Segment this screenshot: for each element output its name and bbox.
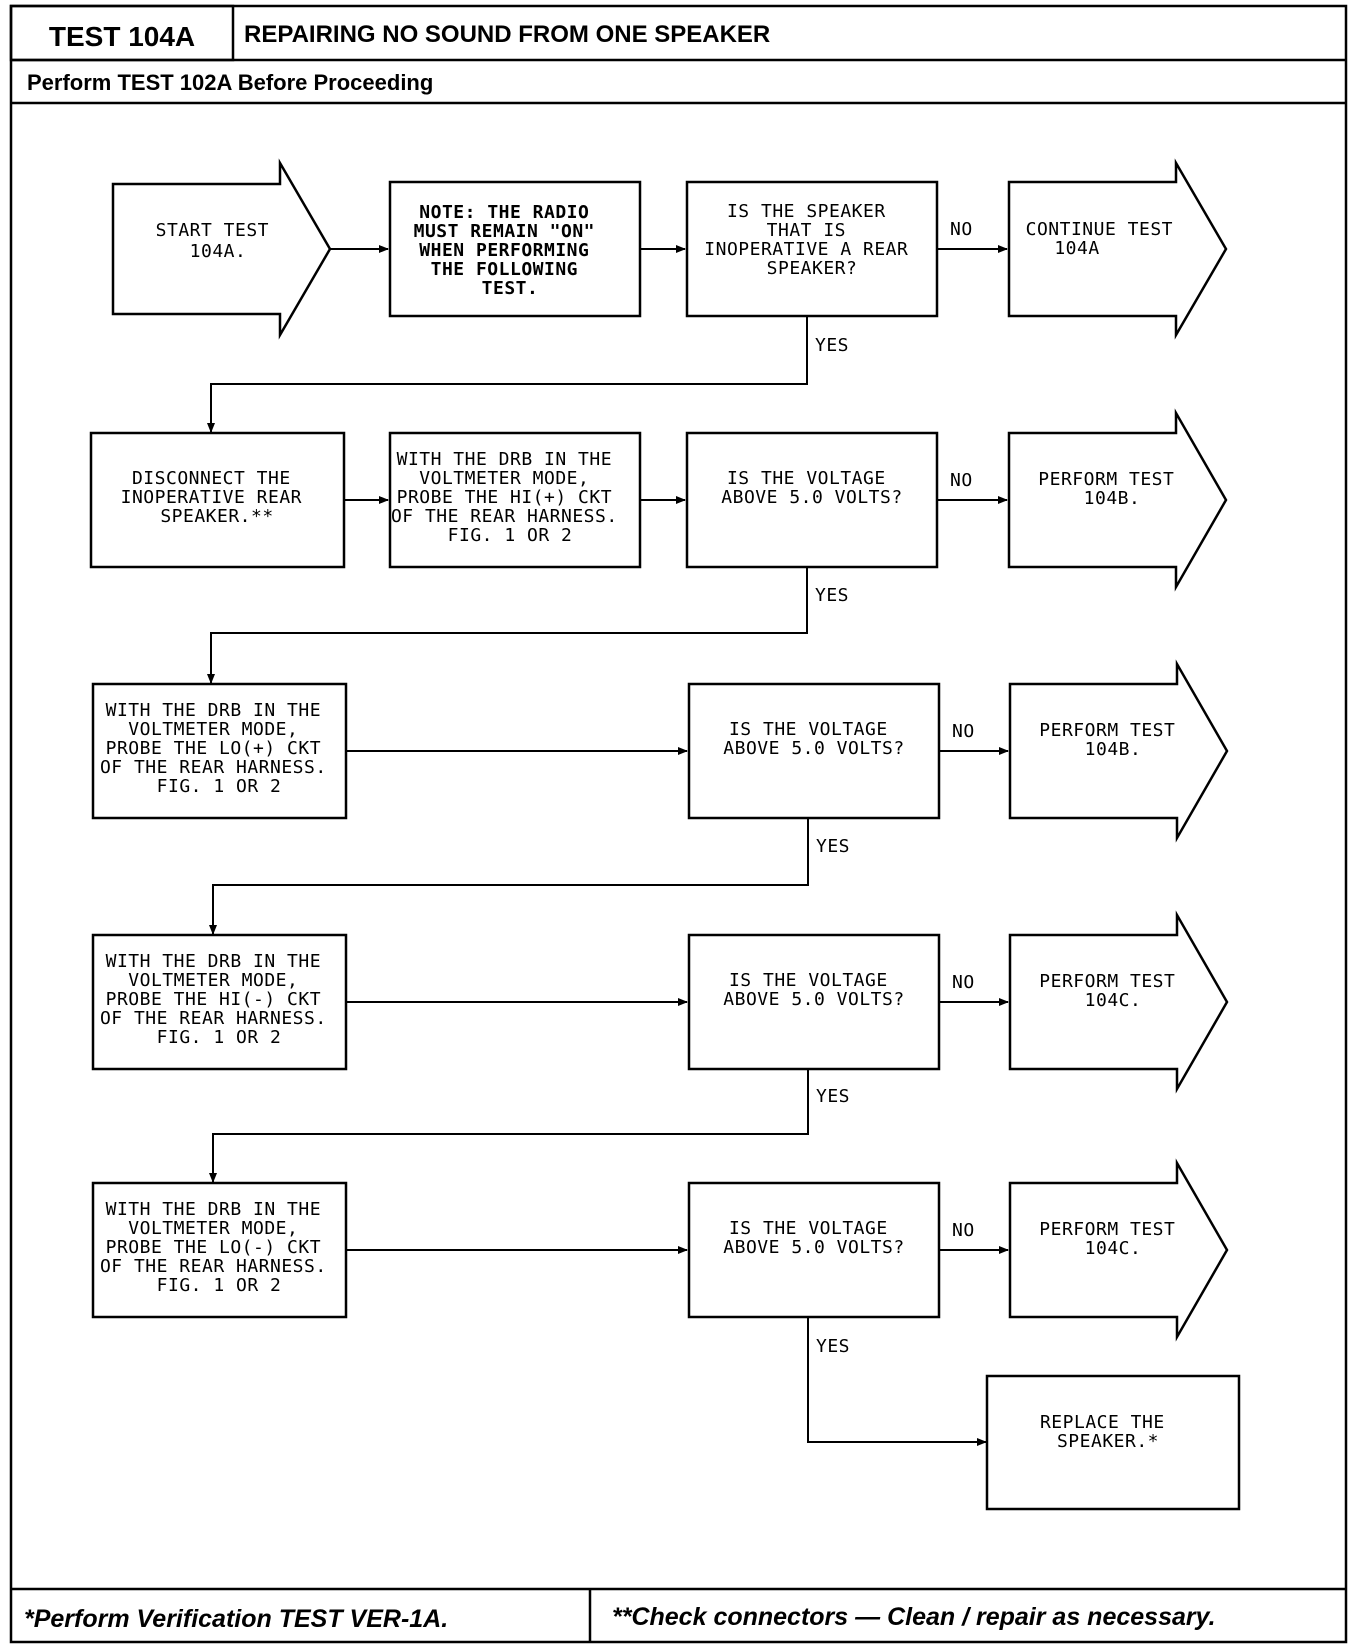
probe-hi-plus-box: [388, 431, 642, 569]
yes-label-4: YES: [816, 1086, 850, 1107]
perform-104b-arrow-1: [1007, 408, 1228, 592]
decision-voltage-2-box: [687, 682, 941, 820]
continue-test-text: CONTINUE TEST 104A: [1026, 219, 1185, 259]
no-label-5: NO: [952, 1220, 975, 1241]
yes-label-3: YES: [816, 836, 850, 857]
replace-speaker-text: REPLACE THE SPEAKER.*: [1040, 1412, 1176, 1452]
footer-connector-note: **Check connectors — Clean / repair as n…: [612, 1603, 1216, 1631]
decision-voltage-3-text: IS THE VOLTAGE ABOVE 5.0 VOLTS?: [723, 970, 904, 1010]
perform-104c-text-2: PERFORM TEST 104C.: [1039, 1219, 1186, 1259]
no-label-4: NO: [952, 972, 975, 993]
start-test-text: START TEST 104A.: [156, 220, 281, 262]
probe-lo-minus-text: WITH THE DRB IN THE VOLTMETER MODE, PROB…: [100, 1199, 338, 1296]
yes-label-1: YES: [815, 335, 849, 356]
no-label-2: NO: [950, 470, 973, 491]
probe-lo-plus-text: WITH THE DRB IN THE VOLTMETER MODE, PROB…: [100, 700, 338, 797]
header: TEST 104A REPAIRING NO SOUND FROM ONE SP…: [9, 4, 1346, 105]
decision-voltage-1-text: IS THE VOLTAGE ABOVE 5.0 VOLTS?: [721, 468, 902, 508]
disconnect-speaker-text: DISCONNECT THE INOPERATIVE REAR SPEAKER.…: [121, 468, 314, 527]
prerequisite-note: Perform TEST 102A Before Proceeding: [27, 70, 433, 95]
test-id: TEST 104A: [49, 21, 195, 52]
probe-hi-plus-text: WITH THE DRB IN THE VOLTMETER MODE, PROB…: [391, 449, 629, 546]
start-test-arrow: [111, 158, 332, 340]
decision-rear-speaker-text: IS THE SPEAKER THAT IS INOPERATIVE A REA…: [704, 201, 919, 279]
note-radio-on-box: [388, 180, 642, 318]
yes-label-2: YES: [815, 585, 849, 606]
no-label-3: NO: [952, 721, 975, 742]
perform-104b-text-2: PERFORM TEST 104B.: [1039, 720, 1186, 760]
decision-voltage-4-box: [687, 1181, 941, 1319]
footer-verification-note: *Perform Verification TEST VER-1A.: [24, 1605, 448, 1633]
probe-lo-plus-box: [91, 682, 348, 820]
no-label-1: NO: [950, 219, 973, 240]
continue-test-arrow: [1007, 158, 1228, 340]
yes-label-5: YES: [816, 1336, 850, 1357]
page-border: [9, 4, 1348, 1644]
replace-speaker-box: [985, 1374, 1241, 1511]
perform-104c-arrow-1: [1008, 910, 1229, 1094]
decision-voltage-4-text: IS THE VOLTAGE ABOVE 5.0 VOLTS?: [723, 1218, 904, 1258]
perform-104c-text-1: PERFORM TEST 104C.: [1039, 971, 1186, 1011]
perform-104c-arrow-2: [1008, 1158, 1229, 1342]
perform-104b-arrow-2: [1008, 659, 1229, 843]
probe-hi-minus-text: WITH THE DRB IN THE VOLTMETER MODE, PROB…: [100, 951, 338, 1048]
decision-voltage-2-text: IS THE VOLTAGE ABOVE 5.0 VOLTS?: [723, 719, 904, 759]
disconnect-speaker-box: [89, 431, 346, 569]
probe-hi-minus-box: [91, 933, 348, 1071]
footer: *Perform Verification TEST VER-1A. **Che…: [11, 1587, 1346, 1642]
perform-104b-text-1: PERFORM TEST 104B.: [1038, 469, 1185, 509]
note-radio-on-text: NOTE: THE RADIO MUST REMAIN "ON" WHEN PE…: [414, 202, 607, 299]
page-title: REPAIRING NO SOUND FROM ONE SPEAKER: [244, 21, 770, 48]
